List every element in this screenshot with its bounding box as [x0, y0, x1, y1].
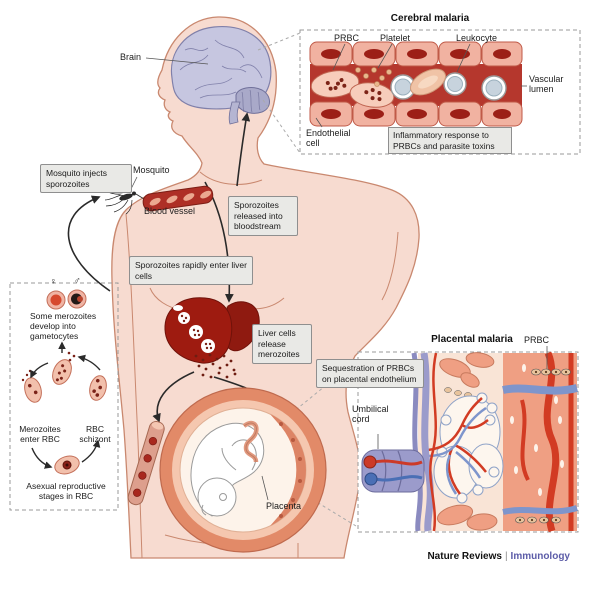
gametocyte-text: Some merozoites develop into gametocytes — [30, 311, 97, 341]
footer-separator: | — [504, 551, 508, 562]
uterus-illustration — [159, 387, 327, 553]
sequestration-callout: Sequestration of PRBCs on placental endo… — [316, 359, 424, 389]
anchoring-villi — [436, 352, 498, 531]
male-symbol-icon: ♂ — [74, 275, 81, 285]
placental-prbc-label: PRBC — [524, 335, 550, 345]
mosquito-label: Mosquito — [133, 165, 170, 175]
platelet-cells — [355, 67, 392, 87]
escaping-merozoites — [21, 351, 76, 382]
shoulder-blood-vessel — [142, 185, 214, 212]
rbc-schizont-label: RBC schizont — [79, 424, 111, 444]
umbilical-cord-label: Umbilical cord — [352, 404, 389, 425]
lower-blood-vessel — [127, 421, 165, 506]
liver-release-callout: Liver cells release merozoites — [252, 324, 312, 364]
brain-label: Brain — [120, 52, 142, 62]
vascular-lumen-label: Vascular lumen — [529, 74, 564, 95]
footer-journal: Immunology — [510, 551, 570, 562]
asexual-stages-label: Asexual reproductive stages in RBC — [26, 481, 106, 501]
lifecycle-panel — [9, 282, 119, 511]
cerebral-inset-graphic — [299, 29, 581, 155]
placenta-label: Placenta — [266, 501, 302, 511]
leukocyte-cells — [390, 72, 507, 101]
rbc-schizont-cell — [89, 375, 107, 401]
journal-footer: Nature Reviews|Immunology — [320, 551, 570, 562]
lifecycle-arrows — [30, 341, 101, 469]
mosquito-injects-callout: Mosquito injects sporozoites — [40, 164, 132, 194]
cerebral-leukocyte-label: Leukocyte — [456, 33, 498, 43]
maternal-blood-band — [502, 351, 579, 533]
sporozoites-released-callout: Sporozoites released into bloodstream — [228, 196, 298, 236]
endothelial-cell-label: Endothelial cell — [306, 128, 351, 149]
villous-tree — [427, 392, 504, 504]
liver-illustration — [164, 297, 260, 379]
normal-rbc-cell — [410, 68, 446, 96]
merozoites-enter-rbc-label: Merozoites enter RBC — [19, 424, 61, 444]
placenta-band — [270, 414, 306, 526]
prbc-cells — [310, 70, 395, 108]
inflammatory-note-box: Inflammatory response to PRBCs and paras… — [388, 127, 512, 155]
brain-illustration — [170, 26, 272, 125]
label-pointer-lines — [130, 57, 269, 501]
blood-vessel-label: Blood vessel — [144, 206, 196, 216]
infected-liver-cells — [178, 312, 215, 353]
footer-brand: Nature Reviews — [427, 551, 502, 562]
placental-inset-title: Placental malaria — [431, 334, 513, 345]
female-symbol-icon: ♀ — [50, 276, 57, 286]
bursting-schizont-cell — [52, 359, 72, 385]
cerebral-pointer-lines — [315, 43, 527, 128]
merozoite-entering-rbc-cell — [24, 377, 42, 403]
cerebral-platelet-label: Platelet — [380, 33, 411, 43]
sporozoites-enter-liver-callout: Sporozoites rapidly enter liver cells — [129, 256, 253, 286]
cerebral-inset-title: Cerebral malaria — [390, 13, 470, 24]
released-merozoites — [194, 353, 237, 379]
placental-inset-graphic — [357, 346, 579, 533]
placental-pointer-lines — [377, 346, 548, 449]
cerebral-prbc-label: PRBC — [334, 33, 360, 43]
umbilical-cord-illustration — [361, 449, 425, 493]
trophozoite-cell — [54, 455, 80, 475]
placenta-villi-marks — [279, 422, 302, 518]
gametocyte-cells — [46, 289, 87, 310]
